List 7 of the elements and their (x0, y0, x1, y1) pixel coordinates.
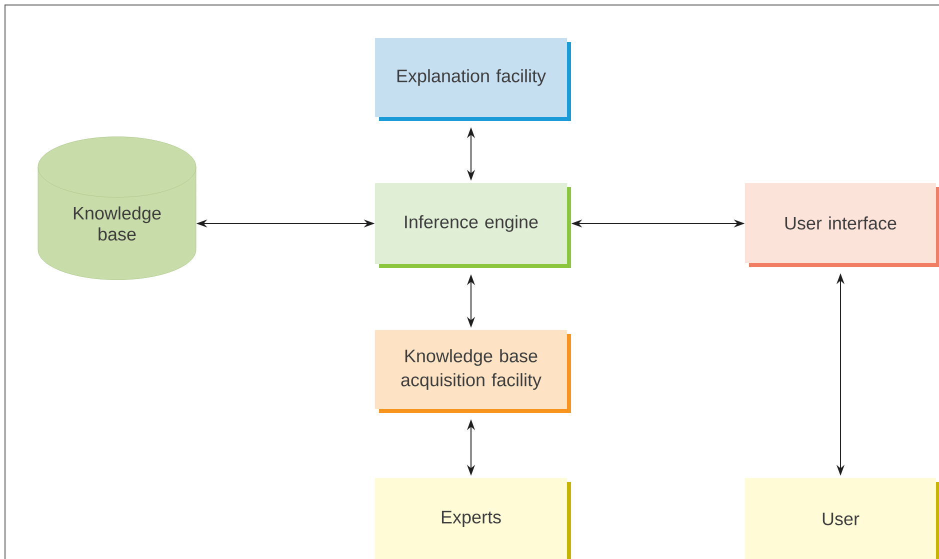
process-box: User interface (745, 183, 939, 267)
process-box: Experts (375, 478, 571, 559)
process-box: User (745, 478, 939, 559)
process-box: Knowledge base acquisition facility (375, 330, 571, 413)
cylinder: Knowledge base (38, 136, 196, 280)
process-box: Inference engine (375, 183, 571, 268)
process-box: Explanation facility (375, 38, 571, 121)
